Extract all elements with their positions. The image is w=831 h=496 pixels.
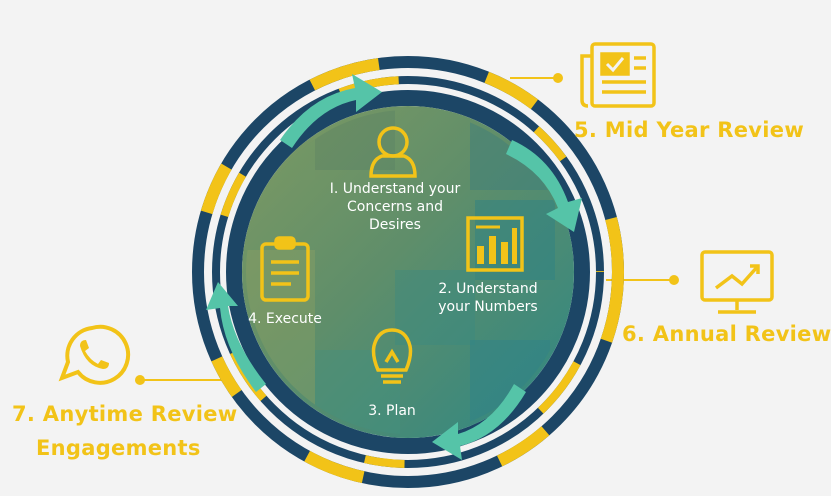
bar-chart-icon xyxy=(466,216,524,272)
lightbulb-icon xyxy=(371,328,413,384)
monitor-chart-icon xyxy=(700,250,774,314)
inner-ring xyxy=(226,90,590,454)
step-1-label: I. Understand your Concerns and Desires xyxy=(329,181,461,233)
arrow-right xyxy=(506,140,582,232)
step-4-label: 4. Execute xyxy=(248,311,322,327)
arrow-top xyxy=(280,74,382,148)
outer-ring-accents xyxy=(192,56,624,488)
review-6-label: 6. Annual Review xyxy=(622,322,831,346)
review-5-label: 5. Mid Year Review xyxy=(574,118,805,142)
step-2-label: 2. Understand your Numbers xyxy=(438,281,538,315)
arrow-bottom xyxy=(432,384,526,460)
review-7-label-line2: Engagements xyxy=(36,436,201,460)
cycle-arrows xyxy=(206,74,582,460)
whatsapp-icon xyxy=(58,324,131,385)
newspaper-icon xyxy=(580,42,656,108)
person-icon xyxy=(369,126,417,178)
review-7-label-line1: 7. Anytime Review xyxy=(12,402,238,426)
arrow-left xyxy=(206,282,266,392)
step-3-label: 3. Plan xyxy=(368,403,416,419)
clipboard-icon xyxy=(260,236,310,302)
middle-ring-accents xyxy=(212,76,604,468)
